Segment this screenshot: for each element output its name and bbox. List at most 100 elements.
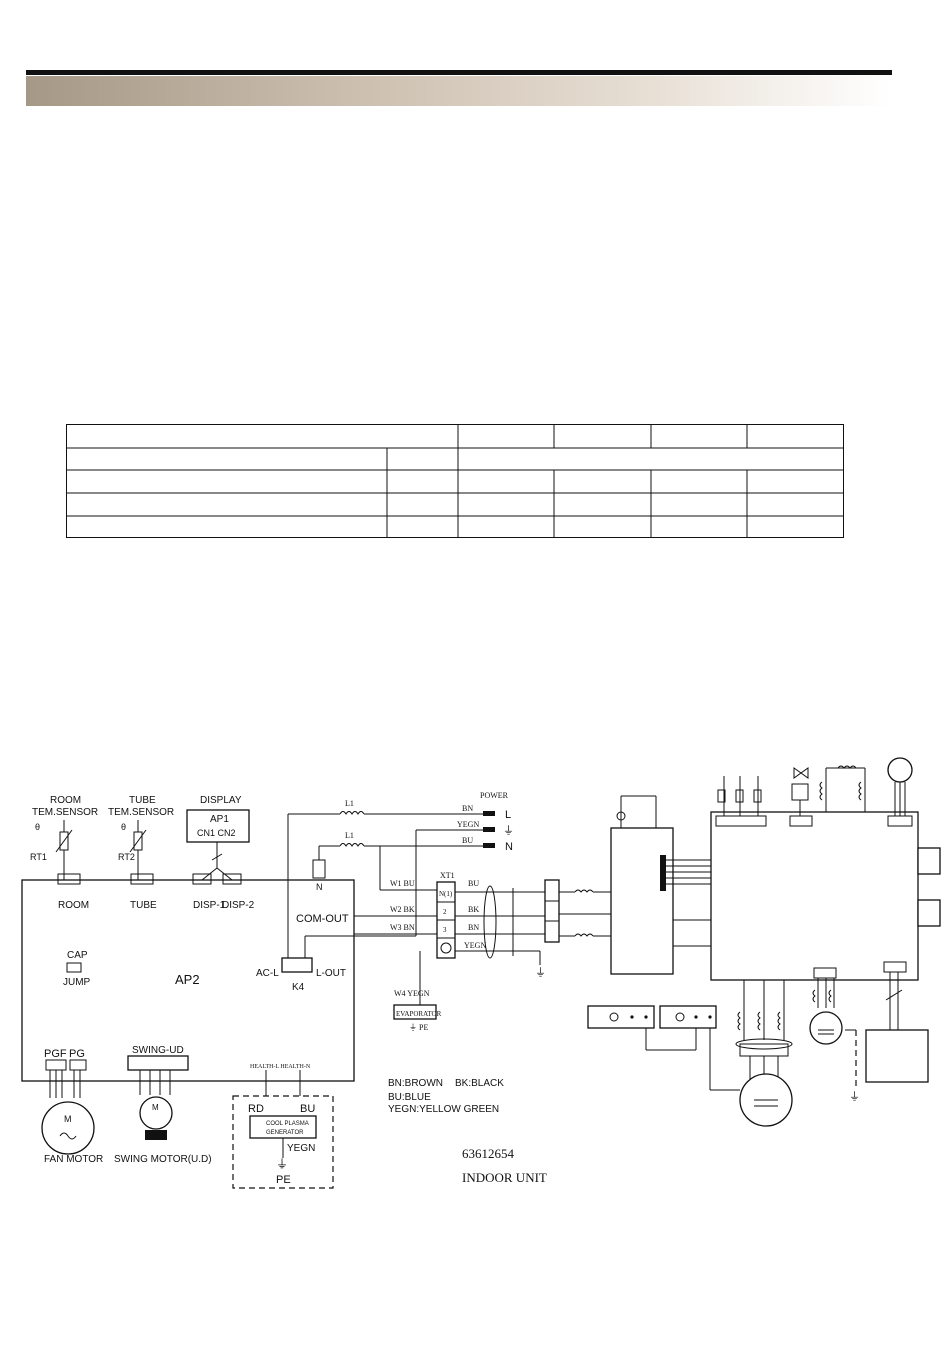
power-term-n: N — [505, 841, 513, 853]
header-rule — [26, 70, 892, 75]
rt1-label: RT1 — [30, 852, 47, 862]
outdoor-fan-icon — [887, 757, 913, 783]
tube-connector-label: TUBE — [130, 900, 157, 911]
xt-wire-bk: BK — [468, 905, 479, 914]
outdoor-main-board — [710, 811, 919, 981]
outdoor-filter-board — [610, 827, 674, 975]
xt-ground-icon — [440, 942, 452, 954]
jump-label: JUMP — [63, 977, 91, 988]
unit-label: INDOOR UNIT — [462, 1170, 547, 1185]
pe-label: PE — [276, 1174, 291, 1186]
wiring-diagram: AP2 CAP JUMP ROOM TEM.SENSOR θ RT1 ROOM … — [0, 750, 950, 1200]
rt2-label: RT2 — [118, 852, 135, 862]
tube-connector — [130, 873, 154, 885]
pg-label: PG — [69, 1048, 85, 1060]
disp1-label: DISP-1 — [193, 900, 226, 911]
k4-label: K4 — [292, 982, 305, 993]
swing-ud-label: SWING-UD — [132, 1045, 184, 1056]
disp1-connector — [192, 873, 212, 885]
tube-sensor-label-1: TUBE — [129, 795, 156, 806]
tube-theta: θ — [121, 822, 126, 832]
pgf-label: PGF — [44, 1048, 67, 1060]
l1-label-bottom: L1 — [345, 831, 354, 840]
ap2-label: AP2 — [175, 972, 200, 987]
ap1-label: AP1 — [210, 814, 229, 825]
xt-term-2: 2 — [443, 908, 447, 916]
swing-motor-label: SWING MOTOR(U.D) — [114, 1154, 212, 1165]
outdoor-ground-icon — [616, 811, 626, 821]
legend-bu: BU:BLUE — [388, 1092, 431, 1103]
evaporator-box — [393, 1004, 437, 1020]
disp2-connector — [222, 873, 242, 885]
xt1-label: XT1 — [440, 871, 455, 880]
outdoor-aux-box — [865, 1029, 929, 1083]
swing-ud-connector — [127, 1055, 189, 1071]
spec-table — [66, 424, 844, 538]
w1-label: W1 BU — [390, 879, 415, 888]
fan-motor-icon — [41, 1101, 95, 1155]
cool-plasma-label-2: GENERATOR — [266, 1130, 304, 1136]
xt-ground-symbol: ⏚ — [535, 966, 546, 979]
legend-yegn: YEGN:YELLOW GREEN — [388, 1104, 499, 1115]
power-term-gnd: ⏚ — [503, 824, 514, 837]
outdoor-fan-connector — [887, 815, 913, 827]
outdoor-ground-symbol-2: ⏚ — [849, 1090, 860, 1103]
outdoor-terminal-b — [659, 1005, 717, 1029]
ac-l-label: AC-L — [256, 968, 279, 979]
com-out-label: COM-OUT — [296, 913, 349, 925]
evaporator-label: EVAPORATOR — [396, 1010, 442, 1018]
rd-label: RD — [248, 1103, 264, 1115]
plasma-ground-symbol: ⏚ — [276, 1157, 288, 1171]
outdoor-motor-small — [809, 1011, 843, 1045]
pg-connector — [69, 1059, 87, 1071]
disp2-label: DISP-2 — [222, 900, 255, 911]
w2-label: W2 BK — [390, 905, 415, 914]
spec-table-grid — [66, 424, 844, 538]
cable-bundle — [483, 885, 497, 959]
health-module-boundary — [232, 1095, 334, 1189]
health-label: HEALTH-L HEALTH-N — [250, 1064, 311, 1070]
power-wire-bn: BN — [462, 804, 473, 813]
outdoor-side-connector-2 — [917, 899, 941, 927]
xt-wire-bu: BU — [468, 879, 479, 888]
room-theta: θ — [35, 822, 40, 832]
outdoor-terminal-block — [544, 879, 560, 943]
cool-plasma-label-1: COOL PLASMA — [266, 1121, 309, 1127]
xt-term-n1: N(1) — [439, 890, 453, 898]
w4-label: W4 YEGN — [394, 989, 430, 998]
w3-label: W3 BN — [390, 923, 415, 932]
power-wire-bu: BU — [462, 836, 473, 845]
room-connector-label: ROOM — [58, 900, 89, 911]
evaporator-pe: ⏚ PE — [409, 1023, 428, 1032]
k4-relay — [281, 957, 313, 973]
power-term-l: L — [505, 809, 511, 821]
xt-wire-yegn: YEGN — [464, 941, 486, 950]
xt-wire-bn: BN — [468, 923, 479, 932]
cn1-cn2-label: CN1 CN2 — [197, 828, 236, 838]
outdoor-sensor-connector — [715, 815, 767, 827]
xt-term-3: 3 — [443, 926, 447, 934]
display-label: DISPLAY — [200, 795, 242, 806]
part-number: 63612654 — [462, 1146, 515, 1161]
room-connector — [57, 873, 81, 885]
outdoor-side-connector-1 — [917, 847, 941, 875]
room-sensor-label-2: TEM.SENSOR — [32, 807, 98, 818]
swing-motor-m: M — [152, 1103, 159, 1112]
cap-label: CAP — [67, 950, 88, 961]
n-label: N — [316, 882, 323, 892]
fan-motor-m: M — [64, 1114, 72, 1124]
power-label: POWER — [480, 791, 509, 800]
outdoor-terminal-a — [587, 1005, 655, 1029]
power-wire-yegn: YEGN — [457, 820, 479, 829]
ap1-box — [186, 809, 250, 843]
valve-connector — [789, 815, 813, 827]
n-connector — [312, 859, 326, 879]
tube-sensor-label-2: TEM.SENSOR — [108, 807, 174, 818]
fan-motor-label: FAN MOTOR — [44, 1154, 103, 1165]
legend-bn: BN:BROWN — [388, 1078, 443, 1089]
bu-label: BU — [300, 1103, 315, 1115]
legend-bk: BK:BLACK — [455, 1078, 504, 1089]
valve-icon — [793, 767, 809, 779]
room-sensor-label-1: ROOM — [50, 795, 81, 806]
l1-label-top: L1 — [345, 799, 354, 808]
